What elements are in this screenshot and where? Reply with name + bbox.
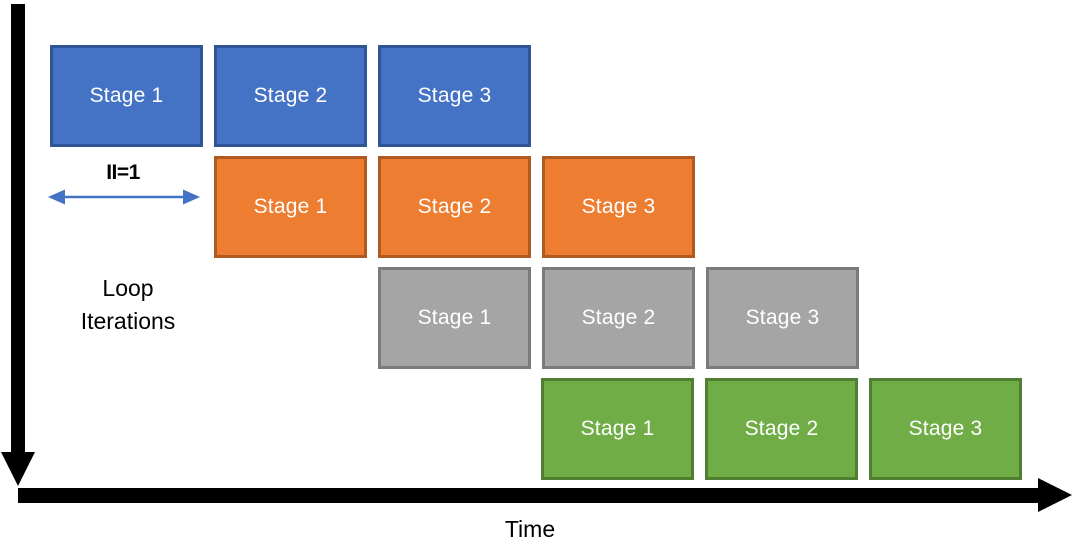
- stage-box-iter2-stage2[interactable]: Stage 2: [378, 156, 531, 258]
- stage-box-iter4-stage3[interactable]: Stage 3: [869, 378, 1022, 480]
- double-arrow-svg: [48, 189, 200, 205]
- time-axis-arrowhead-icon: [1038, 478, 1072, 512]
- loop-iterations-axis-label-line1: Loop: [102, 275, 154, 301]
- stage-box-iter3-stage2[interactable]: Stage 2: [542, 267, 695, 369]
- stage-box-iter1-stage2[interactable]: Stage 2: [214, 45, 367, 147]
- stage-box-iter1-stage3[interactable]: Stage 3: [378, 45, 531, 147]
- time-axis-label: Time: [504, 516, 556, 542]
- initiation-interval-label: II=1: [106, 161, 140, 184]
- stage-box-iter3-stage1[interactable]: Stage 1: [378, 267, 531, 369]
- stage-box-iter4-stage2[interactable]: Stage 2: [705, 378, 858, 480]
- loop-iterations-axis-shaft: [11, 4, 25, 456]
- time-axis-shaft: [18, 488, 1038, 503]
- stage-box-iter4-stage1[interactable]: Stage 1: [541, 378, 694, 480]
- initiation-interval-double-arrow-icon: [48, 188, 200, 206]
- loop-iterations-axis-arrowhead-icon: [1, 452, 35, 486]
- loop-iterations-axis-label: Loop Iterations: [40, 272, 216, 338]
- stage-box-iter1-stage1[interactable]: Stage 1: [50, 45, 203, 147]
- stage-box-iter3-stage3[interactable]: Stage 3: [706, 267, 859, 369]
- loop-iterations-axis-label-line2: Iterations: [80, 308, 176, 334]
- stage-box-iter2-stage3[interactable]: Stage 3: [542, 156, 695, 258]
- stage-box-iter2-stage1[interactable]: Stage 1: [214, 156, 367, 258]
